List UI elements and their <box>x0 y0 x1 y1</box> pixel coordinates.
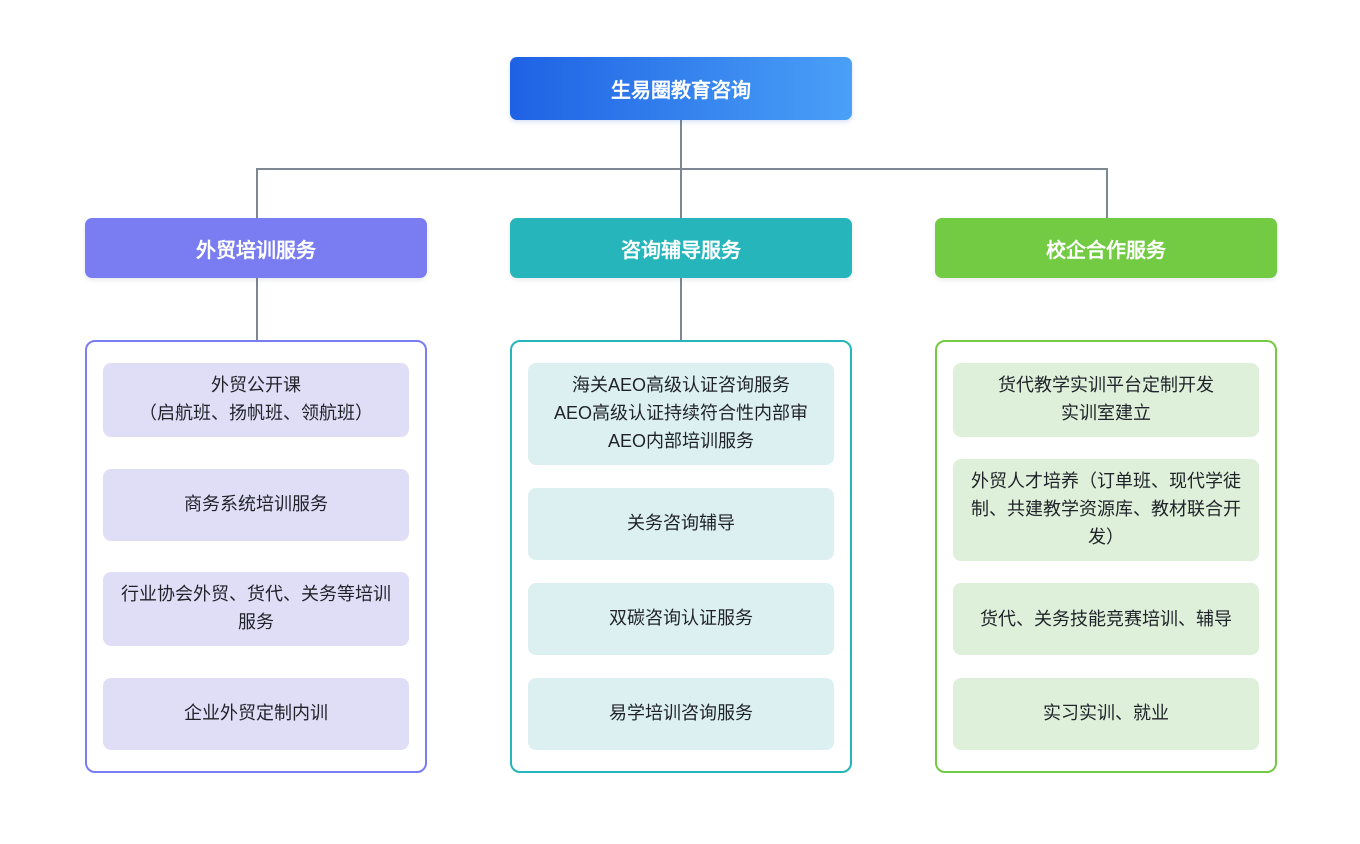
list-item[interactable]: 实习实训、就业 <box>953 678 1259 750</box>
list-item[interactable]: 货代、关务技能竞赛培训、辅导 <box>953 583 1259 656</box>
root-node[interactable]: 生易圈教育咨询 <box>510 57 852 120</box>
list-item[interactable]: 双碳咨询认证服务 <box>528 582 834 655</box>
branch-header-foreign-trade-training[interactable]: 外贸培训服务 <box>85 218 427 278</box>
list-item[interactable]: 海关AEO高级认证咨询服务 AEO高级认证持续符合性内部审 AEO内部培训服务 <box>528 363 834 465</box>
branch2-container: 海关AEO高级认证咨询服务 AEO高级认证持续符合性内部审 AEO内部培训服务 … <box>510 340 852 773</box>
connector-branch1-container <box>256 278 258 340</box>
branch3-container: 货代教学实训平台定制开发 实训室建立 外贸人才培养（订单班、现代学徒制、共建教学… <box>935 340 1277 773</box>
list-item[interactable]: 外贸公开课 （启航班、扬帆班、领航班） <box>103 363 409 437</box>
list-item[interactable]: 货代教学实训平台定制开发 实训室建立 <box>953 363 1259 437</box>
connector-branch2-container <box>680 278 682 340</box>
list-item[interactable]: 商务系统培训服务 <box>103 468 409 541</box>
connector-root-drop <box>680 120 682 168</box>
connector-branch2-drop <box>680 168 682 218</box>
list-item[interactable]: 易学培训咨询服务 <box>528 678 834 750</box>
connector-branch3-drop <box>1106 168 1108 218</box>
branch-header-school-enterprise[interactable]: 校企合作服务 <box>935 218 1277 278</box>
list-item[interactable]: 行业协会外贸、货代、关务等培训服务 <box>103 572 409 647</box>
branch-header-consulting-coaching[interactable]: 咨询辅导服务 <box>510 218 852 278</box>
branch1-container: 外贸公开课 （启航班、扬帆班、领航班） 商务系统培训服务 行业协会外贸、货代、关… <box>85 340 427 773</box>
list-item[interactable]: 关务咨询辅导 <box>528 487 834 560</box>
list-item[interactable]: 外贸人才培养（订单班、现代学徒制、共建教学资源库、教材联合开发） <box>953 459 1259 561</box>
list-item[interactable]: 企业外贸定制内训 <box>103 678 409 750</box>
connector-branch1-drop <box>256 168 258 218</box>
